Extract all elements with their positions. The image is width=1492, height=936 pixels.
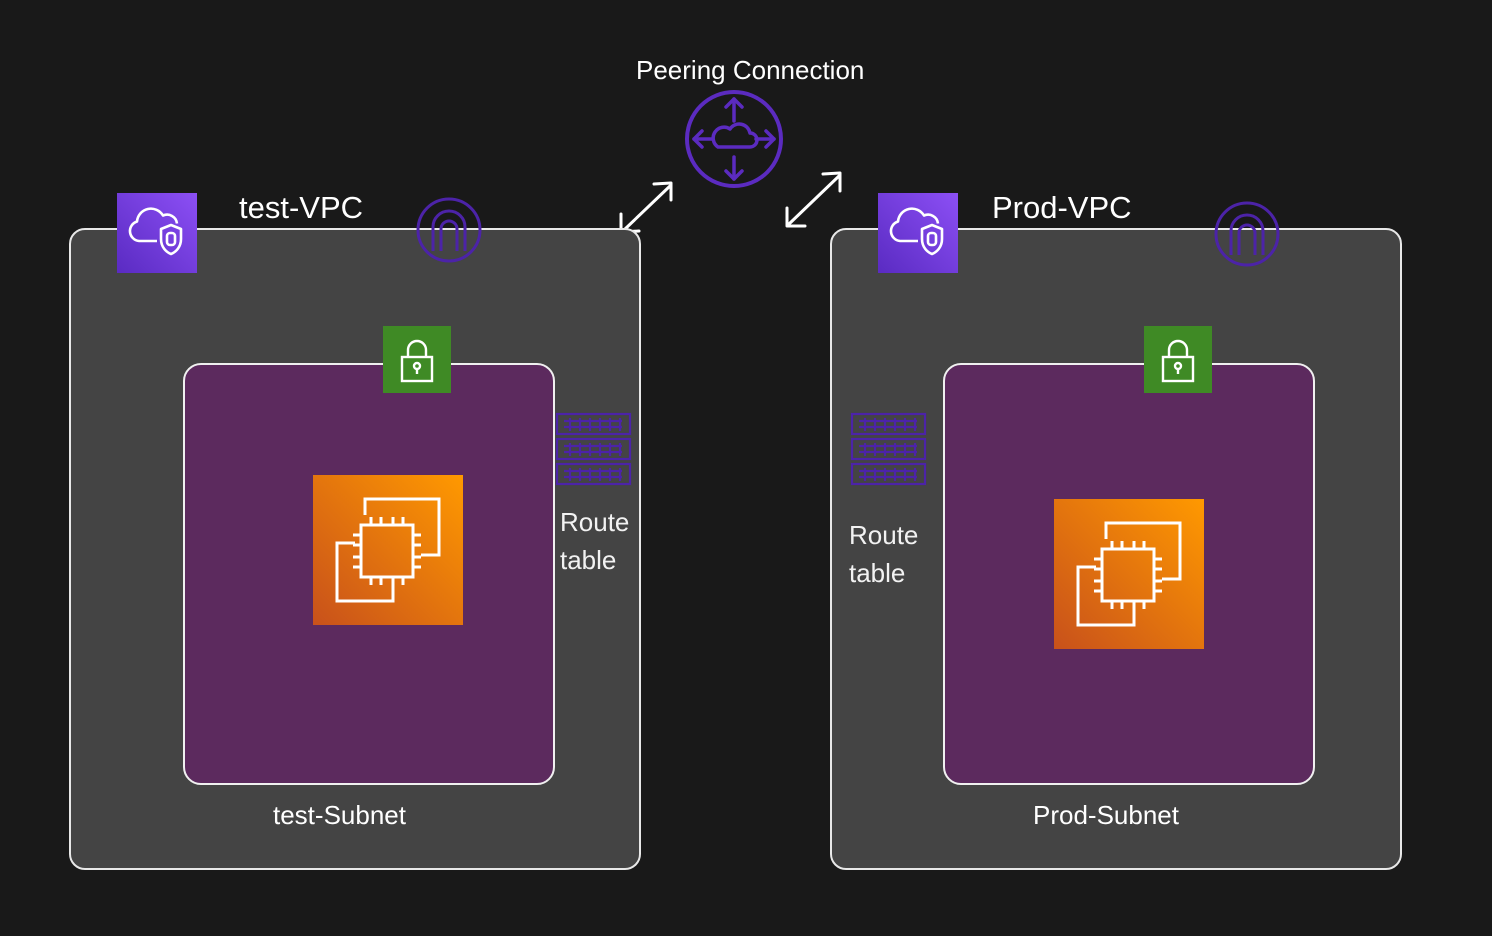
route-table-label: Route table — [560, 507, 630, 575]
bidirectional-arrow-icon — [785, 171, 842, 228]
route-table-icon — [555, 412, 632, 486]
subnet-name: test-Subnet — [273, 800, 406, 830]
subnet-name: Prod-Subnet — [1033, 800, 1179, 830]
peering-router-icon — [685, 90, 783, 188]
private-subnet-lock-icon — [1144, 326, 1212, 393]
ec2-instance-icon — [1054, 499, 1204, 649]
route-table-icon — [850, 412, 927, 486]
private-subnet-lock-icon — [383, 326, 451, 393]
vpc-name: test-VPC — [239, 190, 364, 225]
vpc-cloud-shield-icon — [878, 193, 958, 273]
internet-gateway-icon — [416, 197, 482, 263]
peering-connection-label: Peering Connection — [636, 55, 865, 85]
internet-gateway-icon — [1214, 201, 1280, 267]
vpc-name: Prod-VPC — [992, 190, 1132, 225]
ec2-instance-icon — [313, 475, 463, 625]
vpc-cloud-shield-icon — [117, 193, 197, 273]
route-table-label: Route table — [849, 520, 919, 588]
